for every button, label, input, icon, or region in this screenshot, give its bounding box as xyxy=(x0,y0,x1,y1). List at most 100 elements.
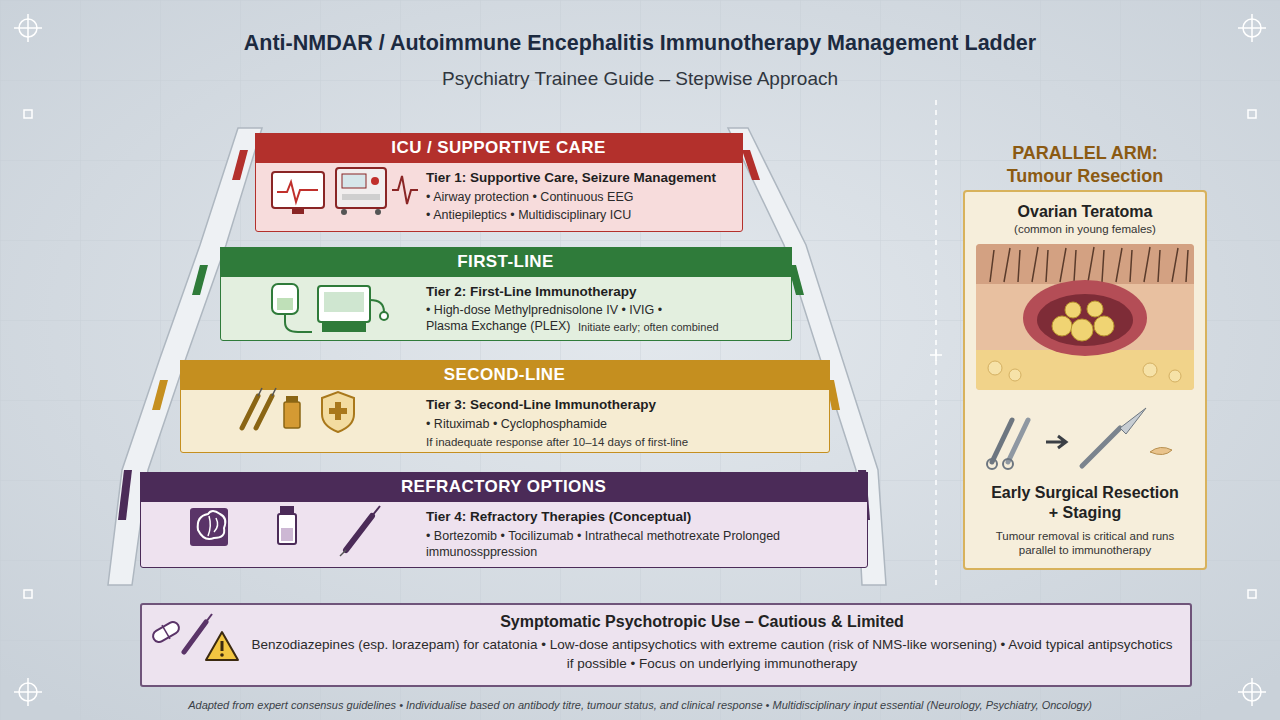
corner-crosshair xyxy=(930,349,942,361)
pill-icon xyxy=(162,625,170,639)
stair-rail xyxy=(232,150,248,180)
teratoma-illustration xyxy=(1037,294,1133,346)
teratoma-illustration xyxy=(1052,316,1072,336)
stair-rail xyxy=(118,470,132,520)
syringe-icon xyxy=(184,614,212,652)
monitor-icon xyxy=(272,172,324,214)
tier-header: ICU / SUPPORTIVE CARE xyxy=(255,133,743,163)
ventilator-icon xyxy=(375,209,381,215)
vial-icon xyxy=(280,506,294,514)
brain-icon xyxy=(198,511,226,539)
panel-title: Ovarian Teratoma xyxy=(975,202,1195,222)
band-body: Benzodiazepines (esp. lorazepam) for cat… xyxy=(247,636,1177,674)
ventilator-icon xyxy=(336,168,386,215)
ventilator-icon xyxy=(336,168,386,208)
warning-icon xyxy=(206,632,238,660)
divider-line xyxy=(936,100,937,590)
vial-icon xyxy=(284,396,300,428)
tier-header: REFRACTORY OPTIONS xyxy=(140,472,868,502)
pill-icon xyxy=(151,620,181,644)
heartbeat-line xyxy=(392,176,418,204)
stair-rail xyxy=(108,128,886,585)
teratoma-illustration xyxy=(990,247,1188,282)
iv-bag-icon xyxy=(272,284,312,332)
divider-line xyxy=(935,100,937,590)
plasma-exchange-icon xyxy=(370,300,384,312)
teratoma-illustration xyxy=(976,244,1194,284)
brain-icon xyxy=(208,516,218,536)
vial-icon xyxy=(278,506,296,544)
teratoma-illustration xyxy=(1009,369,1021,381)
plasma-exchange-icon xyxy=(322,322,366,332)
tier-title: Tier 3: Second-Line Immunotherapy xyxy=(426,397,821,414)
warning-icon xyxy=(206,632,238,660)
syringe-icon xyxy=(242,388,276,428)
syringe-icon xyxy=(256,396,272,428)
teratoma-illustration xyxy=(976,350,1194,390)
syringe-icon xyxy=(272,388,276,396)
note-text: Initiate early; often combined xyxy=(578,321,798,335)
bullet-list: • Airway protection • Continuous EEG xyxy=(426,190,734,206)
teratoma-illustration xyxy=(976,244,1194,390)
corner-crosshair xyxy=(24,110,32,118)
surgical-instruments xyxy=(1150,447,1172,454)
surgical-instruments xyxy=(1082,428,1120,466)
surgical-instruments xyxy=(1008,420,1028,462)
teratoma-illustration xyxy=(976,244,1194,390)
teratoma-illustration xyxy=(1065,302,1081,318)
panel-note: Tumour removal is critical and runs para… xyxy=(980,529,1190,558)
surgical-instruments xyxy=(987,408,1172,469)
bullet-list: • Antiepileptics • Multidisciplinary ICU xyxy=(426,208,734,224)
iv-bag-icon xyxy=(272,284,298,314)
corner-crosshair xyxy=(24,590,32,598)
surgical-instruments xyxy=(1046,436,1066,448)
iv-bag-icon xyxy=(277,298,293,310)
heartbeat-line xyxy=(392,176,418,204)
caption: Adapted from expert consensus guidelines… xyxy=(0,699,1280,713)
syringe-icon xyxy=(340,506,380,556)
brain-icon xyxy=(190,508,228,546)
ventilator-icon xyxy=(371,177,379,185)
monitor-icon xyxy=(272,172,324,208)
tier-band: FIRST-LINETier 2: First-Line Immunothera… xyxy=(220,247,792,341)
corner-crosshair xyxy=(14,14,42,42)
monitor-icon xyxy=(292,208,304,214)
bullet-list: • Rituximab • Cyclophosphamide xyxy=(426,417,821,433)
shield-icon xyxy=(322,392,354,432)
pill-icon xyxy=(151,620,181,644)
syringe-icon xyxy=(242,396,258,428)
stair-rail xyxy=(742,150,760,180)
iv-bag-icon xyxy=(285,314,312,332)
vial-icon xyxy=(284,402,300,428)
ventilator-icon xyxy=(341,209,347,215)
teratoma-illustration xyxy=(1071,319,1093,341)
ventilator-icon xyxy=(342,194,380,200)
subtitle: Psychiatry Trainee Guide – Stepwise Appr… xyxy=(0,67,1280,91)
corner-crosshair xyxy=(14,14,1266,706)
warning-icon xyxy=(220,653,224,657)
syringe-icon xyxy=(346,516,372,550)
plasma-exchange-icon xyxy=(380,312,388,320)
surgical-instruments xyxy=(1120,408,1146,434)
corner-crosshair xyxy=(19,683,37,701)
tier-band: REFRACTORY OPTIONSTier 4: Refractory The… xyxy=(140,472,868,568)
syringe-icon xyxy=(340,550,346,556)
surgical-instruments xyxy=(1003,459,1013,469)
teratoma-illustration xyxy=(988,361,1002,375)
corner-crosshair xyxy=(14,678,42,706)
tier-header: SECOND-LINE xyxy=(180,360,830,390)
panel-heading: PARALLEL ARM: Tumour Resection xyxy=(992,142,1178,187)
teratoma-illustration xyxy=(1087,301,1103,317)
vial-icon xyxy=(281,528,293,541)
tier-title: Tier 1: Supportive Care, Seizure Managem… xyxy=(426,170,734,187)
teratoma-illustration xyxy=(1094,316,1114,336)
panel-title: Early Surgical Resection + Staging xyxy=(985,483,1185,523)
plasma-exchange-icon xyxy=(324,292,364,312)
brain-icon xyxy=(190,508,228,546)
monitor-icon xyxy=(277,182,318,202)
